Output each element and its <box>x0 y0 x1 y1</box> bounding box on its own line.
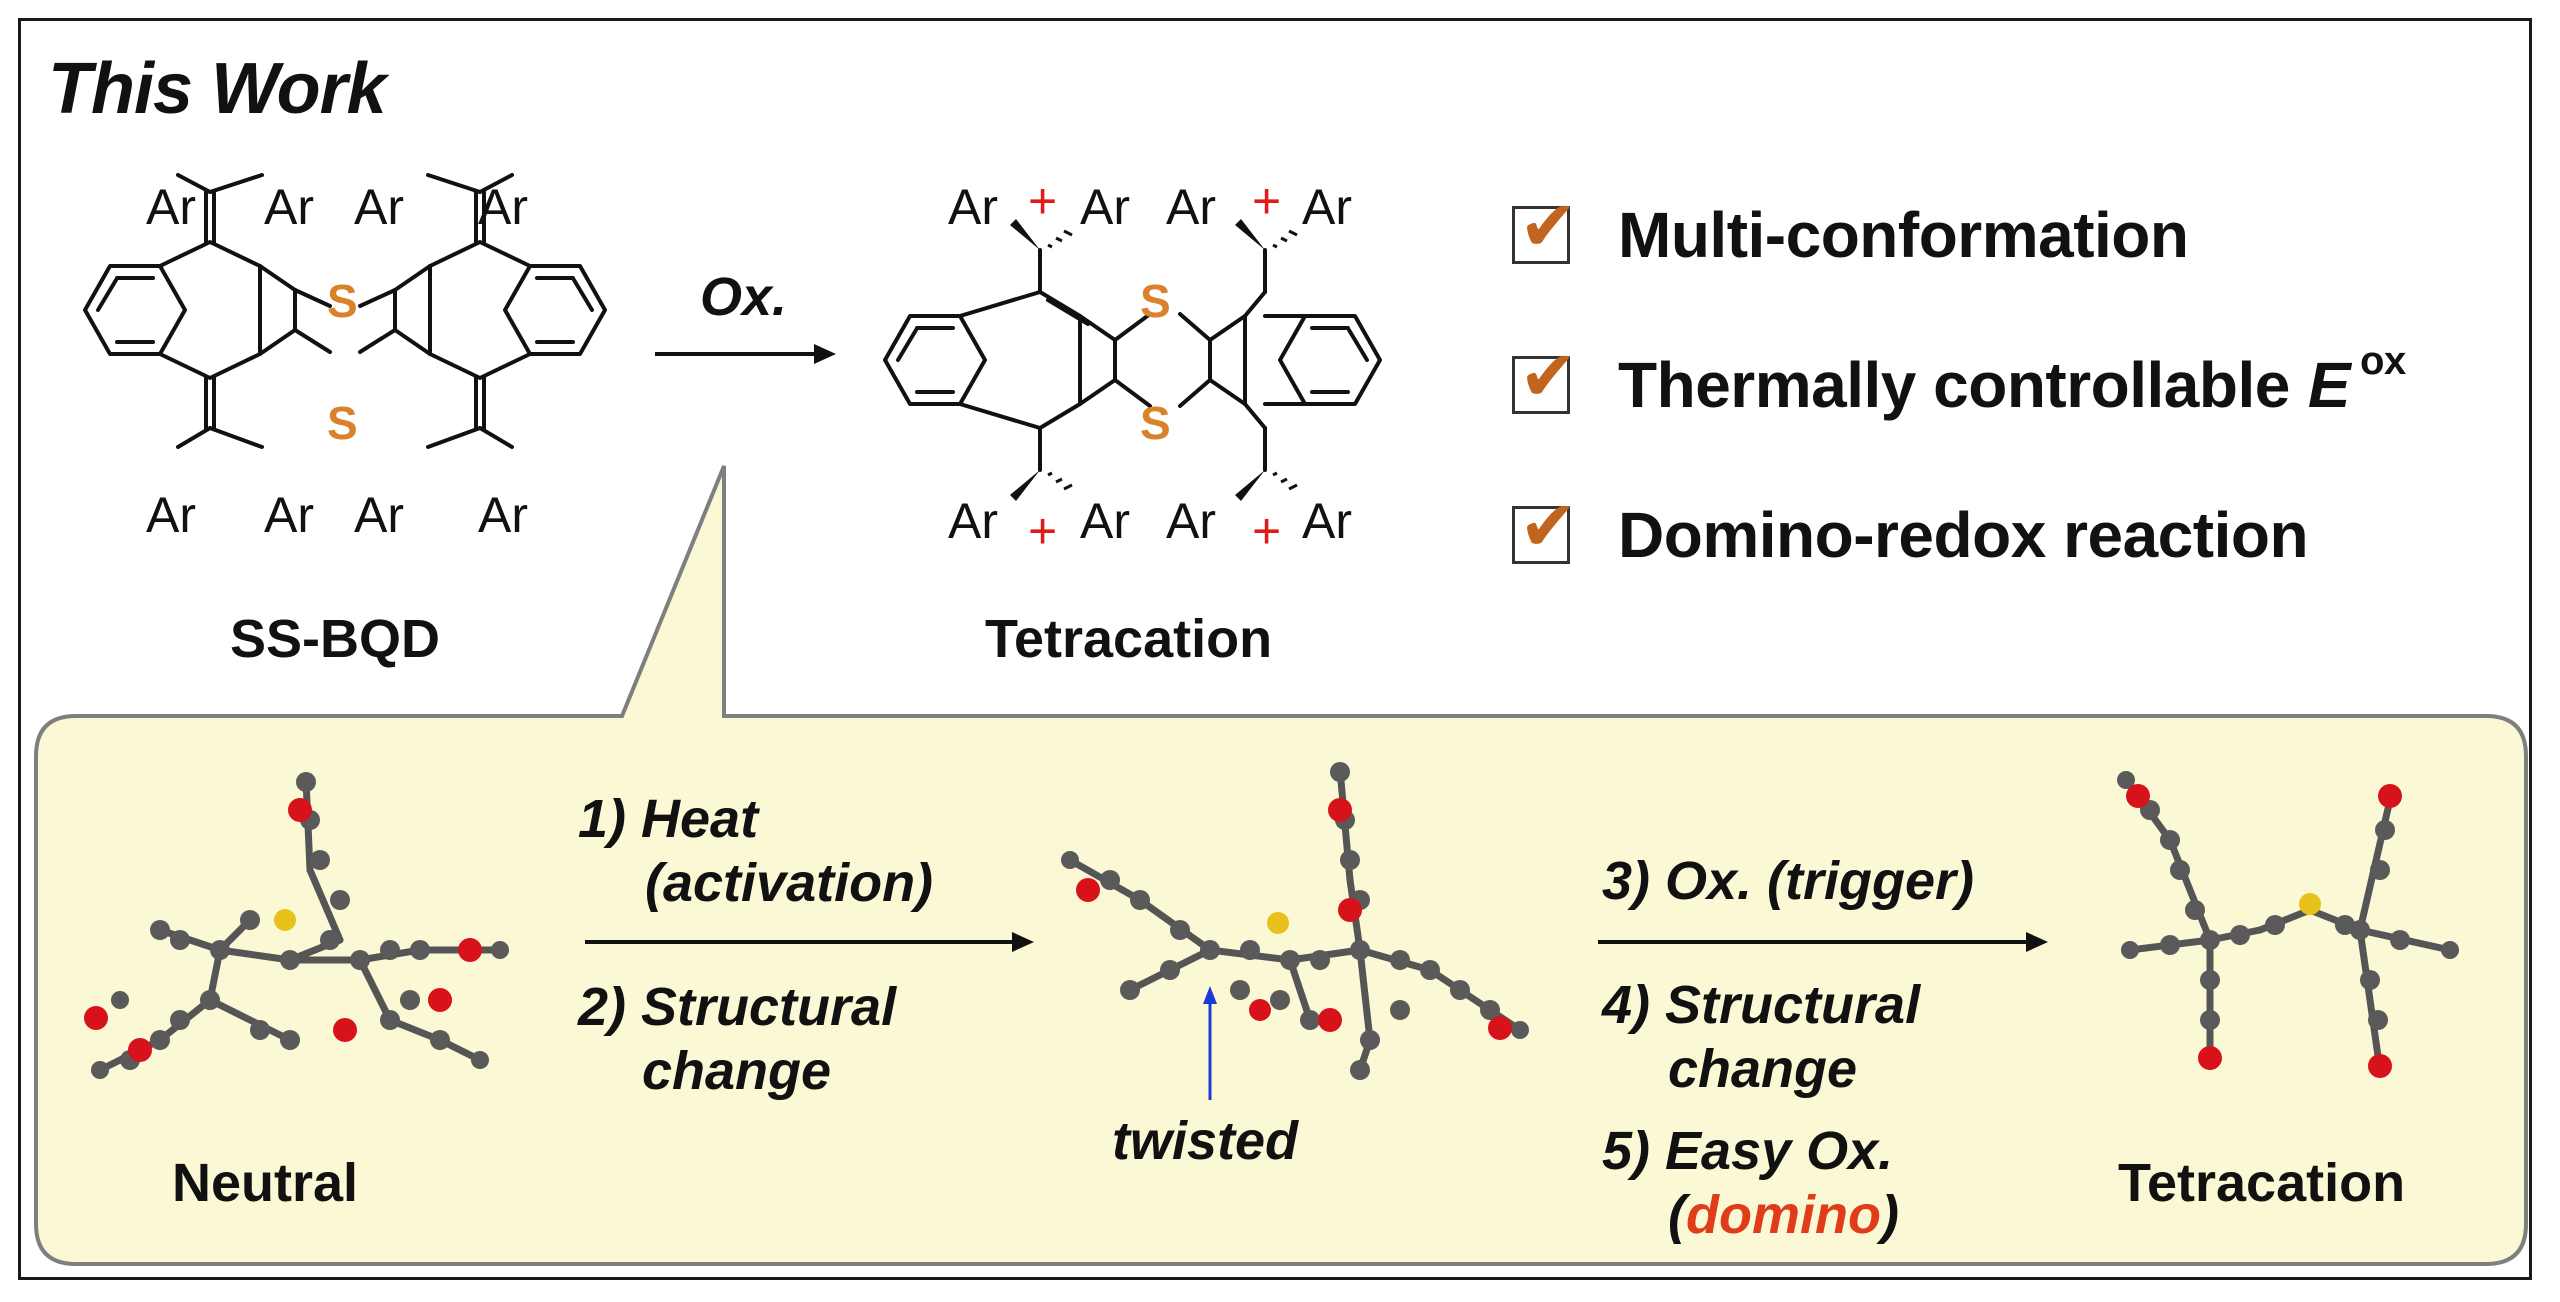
checkbox-icon: ✔ <box>1512 191 1578 264</box>
reactant-ar-3: Ar <box>354 179 404 235</box>
product-cation-4: + <box>1252 503 1282 559</box>
reactant-ar-2: Ar <box>264 179 314 235</box>
check-icon: ✔ <box>1519 335 1578 417</box>
reactant-ar-7: Ar <box>354 487 404 543</box>
product-cation-2: + <box>1252 173 1282 229</box>
check-icon: ✔ <box>1519 485 1578 567</box>
product-sulfur-bottom: S <box>1140 397 1171 449</box>
reactant-ar-6: Ar <box>264 487 314 543</box>
step-2-line-1: 2) Structural <box>578 977 897 1037</box>
reactant-label: SS-BQD <box>230 609 441 669</box>
domino-highlight: domino <box>1685 1185 1881 1245</box>
step-1-line-1: 1) Heat <box>578 789 759 849</box>
step-4-line-1: 4) Structural <box>1602 975 1921 1035</box>
feature-item-3: ✔ Domino-redox reaction <box>1512 491 2309 572</box>
tetracation-molecule <box>2117 771 2459 1078</box>
product-ar-6: Ar <box>1080 493 1130 549</box>
feature-text-2: Thermally controllable <box>1618 349 2290 421</box>
step-5-close-paren: ) <box>1880 1185 1899 1245</box>
oxidation-label: Ox. <box>700 267 788 327</box>
step-5-open-paren: ( <box>1668 1185 1686 1245</box>
product-ar-3: Ar <box>1166 179 1216 235</box>
reactant-sulfur-top: S <box>327 275 358 327</box>
product-ar-8: Ar <box>1302 493 1352 549</box>
figure-frame <box>18 18 2532 1280</box>
product-ar-5: Ar <box>948 493 998 549</box>
twisted-label: twisted <box>1112 1111 1299 1171</box>
feature-text-1: Multi-conformation <box>1618 199 2189 271</box>
checkbox-icon: ✔ <box>1512 341 1578 414</box>
product-cation-3: + <box>1028 503 1058 559</box>
reactant-ar-4: Ar <box>478 179 528 235</box>
reactant-sulfur-bottom: S <box>327 397 358 449</box>
reactant-ar-8: Ar <box>478 487 528 543</box>
product-label: Tetracation <box>985 609 1273 669</box>
reactant-ar-5: Ar <box>146 487 196 543</box>
step-1-line-2: (activation) <box>645 853 934 913</box>
figure-title: This Work <box>48 49 387 129</box>
step-5-line-2: (domino) <box>1668 1184 1899 1246</box>
product-ar-1: Ar <box>948 179 998 235</box>
feature-symbol-e: E <box>2307 349 2351 421</box>
product-ar-4: Ar <box>1302 179 1352 235</box>
product-sulfur-top: S <box>1140 275 1171 327</box>
twisted-molecule <box>1061 762 1529 1080</box>
feature-item-1: ✔ Multi-conformation <box>1512 191 2189 272</box>
feature-symbol-ox: ox <box>2360 338 2406 383</box>
feature-item-2: ✔ Thermally controllable E ox <box>1512 339 2406 422</box>
step-4-line-2: change <box>1668 1039 1858 1099</box>
feature-text-3: Domino-redox reaction <box>1618 499 2309 571</box>
neutral-label: Neutral <box>172 1153 359 1213</box>
product-ar-2: Ar <box>1080 179 1130 235</box>
neutral-molecule <box>84 772 509 1079</box>
step-2-line-2: change <box>642 1041 832 1101</box>
checkbox-icon: ✔ <box>1512 491 1578 564</box>
step-5-line-1: 5) Easy Ox. <box>1602 1121 1894 1181</box>
step-3: 3) Ox. (trigger) <box>1602 851 1975 911</box>
reactant-ar-1: Ar <box>146 179 196 235</box>
check-icon: ✔ <box>1519 185 1578 267</box>
product-cation-1: + <box>1028 173 1058 229</box>
product-ar-7: Ar <box>1166 493 1216 549</box>
tetracation-label: Tetracation <box>2118 1153 2406 1213</box>
